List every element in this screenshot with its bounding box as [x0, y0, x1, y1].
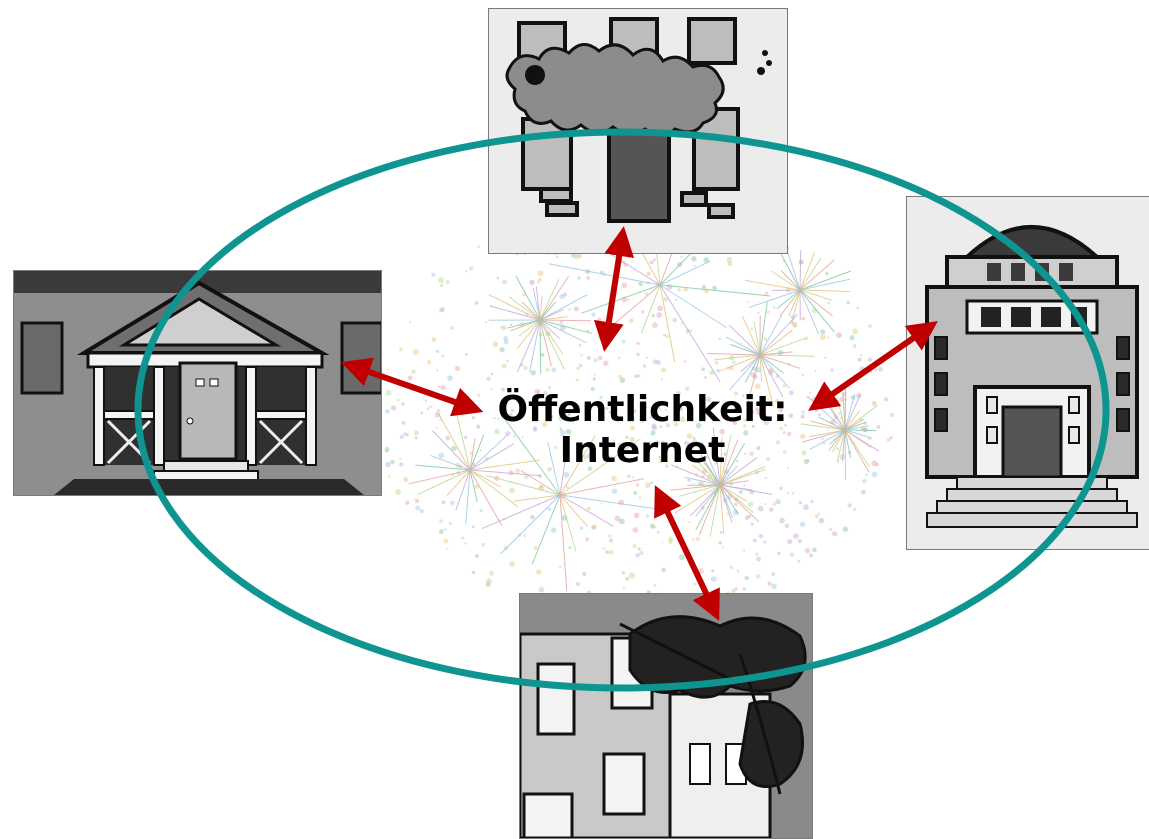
center-label: Öffentlichkeit: Internet	[470, 389, 815, 471]
arrow-top	[606, 238, 622, 340]
arrow-left	[352, 366, 472, 408]
center-label-line-2: Internet	[470, 430, 815, 471]
center-label-line-1: Öffentlichkeit:	[470, 389, 815, 430]
arrow-right	[818, 328, 928, 404]
arrow-bottom	[660, 496, 714, 610]
